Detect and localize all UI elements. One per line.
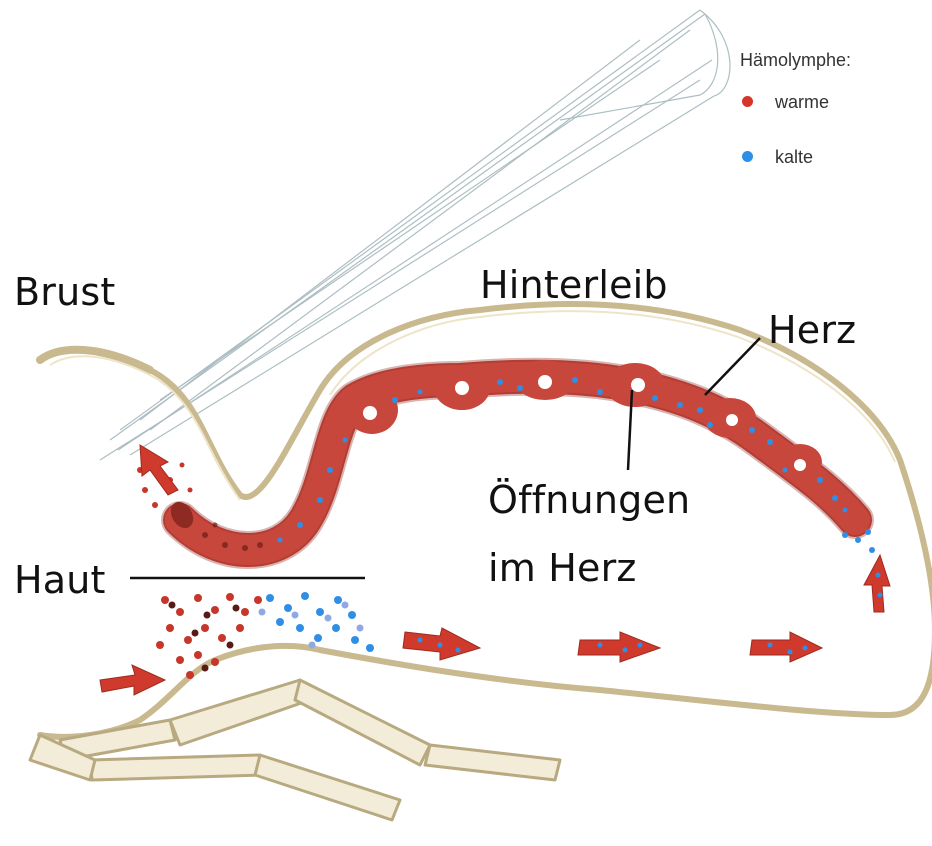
- heart-tube: [166, 360, 855, 551]
- label-oeffnungen-line2: im Herz: [488, 546, 637, 590]
- legend-item-warm: warme: [742, 92, 829, 113]
- label-brust: Brust: [14, 270, 115, 314]
- legend-cold-label: kalte: [775, 147, 813, 167]
- label-haut: Haut: [14, 558, 106, 602]
- arrow-abdomen-3: [750, 632, 822, 662]
- label-hinterleib: Hinterleib: [480, 263, 668, 307]
- legend-title: Hämolymphe:: [740, 50, 851, 71]
- legend-item-cold: kalte: [742, 147, 813, 168]
- label-oeffnungen-line1: Öffnungen: [488, 478, 690, 522]
- warm-dot-icon: [742, 96, 753, 107]
- arrow-left-entry: [100, 665, 165, 695]
- arrow-abdomen-2: [578, 632, 660, 662]
- legend-warm-label: warme: [775, 92, 829, 112]
- label-herz: Herz: [768, 308, 856, 352]
- arrow-tail-up: [864, 555, 890, 612]
- cold-dot-icon: [742, 151, 753, 162]
- light-cold-particles: [259, 602, 364, 649]
- legs: [30, 680, 560, 820]
